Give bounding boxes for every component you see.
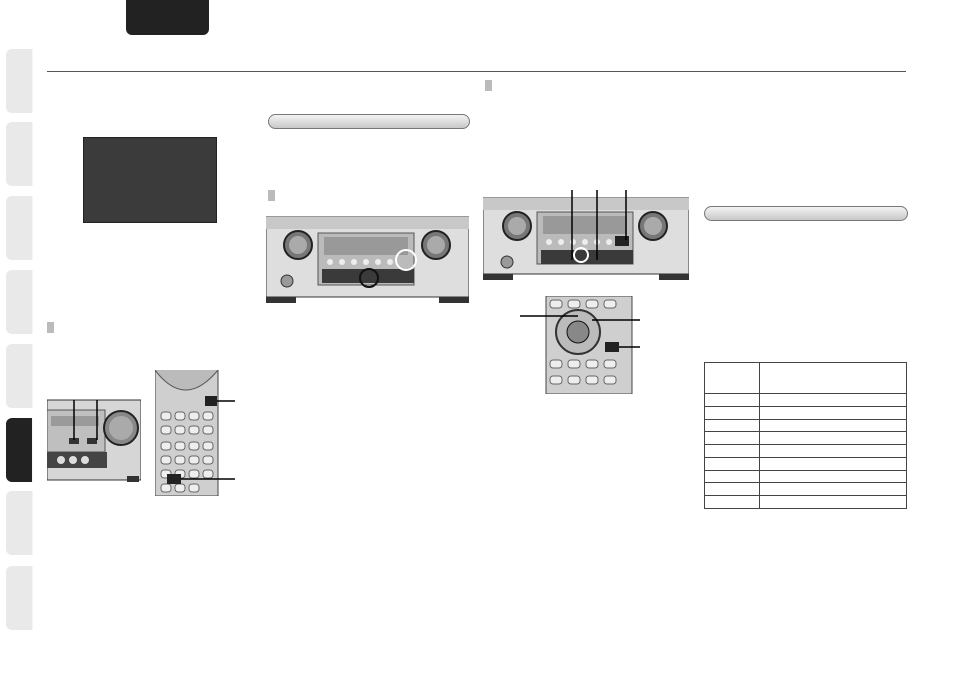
front-panel-closeup-photo	[47, 399, 141, 482]
table-cell	[704, 418, 760, 433]
sidebar-tab-3[interactable]	[6, 196, 33, 260]
table-cell	[759, 418, 907, 433]
sidebar-tab-2[interactable]	[6, 122, 33, 186]
display-screen-panel	[83, 137, 217, 223]
header-section-tab	[126, 0, 209, 35]
sidebar-tab-8[interactable]	[6, 566, 33, 630]
table-cell	[759, 495, 907, 509]
table-row	[704, 444, 907, 458]
section-marker	[268, 190, 275, 201]
table-row	[704, 362, 907, 394]
table-row	[704, 482, 907, 497]
header-rule	[47, 71, 906, 72]
receiver-front-panel-photo-1	[266, 216, 469, 303]
settings-table	[704, 362, 907, 509]
table-cell	[759, 393, 907, 407]
remote-closeup-photo-2	[520, 296, 640, 394]
section-marker	[47, 322, 54, 333]
table-cell	[704, 456, 760, 471]
table-cell	[759, 469, 907, 484]
section-heading-pill-1	[268, 114, 470, 129]
table-row	[704, 405, 907, 420]
section-heading-pill-2	[704, 206, 908, 221]
sidebar-tab-7[interactable]	[6, 491, 33, 555]
table-cell	[759, 405, 907, 420]
table-cell	[704, 431, 760, 446]
table-cell	[704, 405, 760, 420]
remote-closeup-photo-1	[155, 370, 235, 496]
table-row	[704, 431, 907, 446]
table-cell	[759, 362, 907, 394]
table-cell	[704, 482, 760, 497]
table-row	[704, 469, 907, 484]
sidebar-tab-5[interactable]	[6, 344, 33, 408]
table-cell	[759, 456, 907, 471]
sidebar-tab-6-active[interactable]	[6, 418, 33, 482]
table-cell	[704, 495, 760, 509]
table-row	[704, 495, 907, 509]
table-cell	[704, 393, 760, 407]
receiver-front-panel-photo-2	[483, 190, 689, 280]
sidebar-tab-1[interactable]	[6, 49, 33, 113]
table-cell	[759, 482, 907, 497]
sidebar-tab-4[interactable]	[6, 270, 33, 334]
table-cell	[704, 444, 760, 458]
table-row	[704, 393, 907, 407]
section-marker	[485, 80, 492, 91]
table-cell	[704, 469, 760, 484]
table-cell	[759, 444, 907, 458]
table-cell	[704, 362, 760, 394]
table-row	[704, 456, 907, 471]
table-row	[704, 418, 907, 433]
table-cell	[759, 431, 907, 446]
